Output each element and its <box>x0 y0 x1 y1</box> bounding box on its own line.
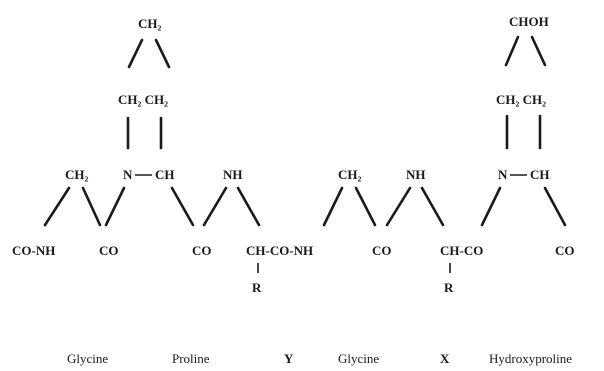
carbonyl-co-3: CO <box>372 243 392 258</box>
residue-label-y: Y <box>284 351 294 366</box>
bond <box>543 186 567 227</box>
bond <box>504 35 520 67</box>
proline-ch: CH <box>155 167 175 182</box>
glycine-ch2: CH₂ <box>65 167 89 182</box>
bond <box>81 186 102 227</box>
proline-n: N <box>123 167 133 182</box>
glycine-ch2-2: CH₂ <box>338 167 362 182</box>
bond <box>236 186 261 227</box>
carbonyl-co-2: CO <box>192 243 212 258</box>
residue-label-x: X <box>440 351 450 366</box>
proline-ring-top-ch2: CH₂ <box>138 16 162 31</box>
residue-label-hydroxyproline: Hydroxyproline <box>489 351 572 366</box>
bond <box>104 186 126 227</box>
residue-label-glycine-2: Glycine <box>338 351 379 366</box>
side-chain-r-2: R <box>444 280 454 295</box>
carbonyl-co-1: CO <box>99 243 119 258</box>
bond <box>43 186 71 227</box>
amide-nh-2: NH <box>406 167 426 182</box>
residue-label-glycine-1: Glycine <box>67 351 108 366</box>
bond <box>127 38 144 69</box>
hydroxyproline-ring-top-choh: CHOH <box>509 14 549 29</box>
proline-ring-ch2-ch2: CH₂ CH₂ <box>118 92 168 107</box>
residue-label-proline: Proline <box>172 351 210 366</box>
bond <box>354 186 377 227</box>
bond <box>322 186 344 227</box>
bond <box>530 35 547 67</box>
bond <box>480 186 502 227</box>
bond <box>202 186 228 227</box>
ch-co-group: CH-CO <box>440 243 483 258</box>
ch-co-nh-group: CH-CO-NH <box>246 243 313 258</box>
bond <box>385 186 412 227</box>
side-chain-r-1: R <box>252 280 262 295</box>
bond <box>420 186 445 227</box>
carbonyl-co-4: CO <box>555 243 575 258</box>
hydroxyproline-n: N <box>498 167 508 182</box>
amide-nh-1: NH <box>223 167 243 182</box>
bond <box>170 186 195 227</box>
co-nh-group: CO-NH <box>12 243 55 258</box>
hydroxyproline-ring-ch2-ch2: CH₂ CH₂ <box>496 92 546 107</box>
hydroxyproline-ch: CH <box>530 167 550 182</box>
bond <box>154 38 171 69</box>
